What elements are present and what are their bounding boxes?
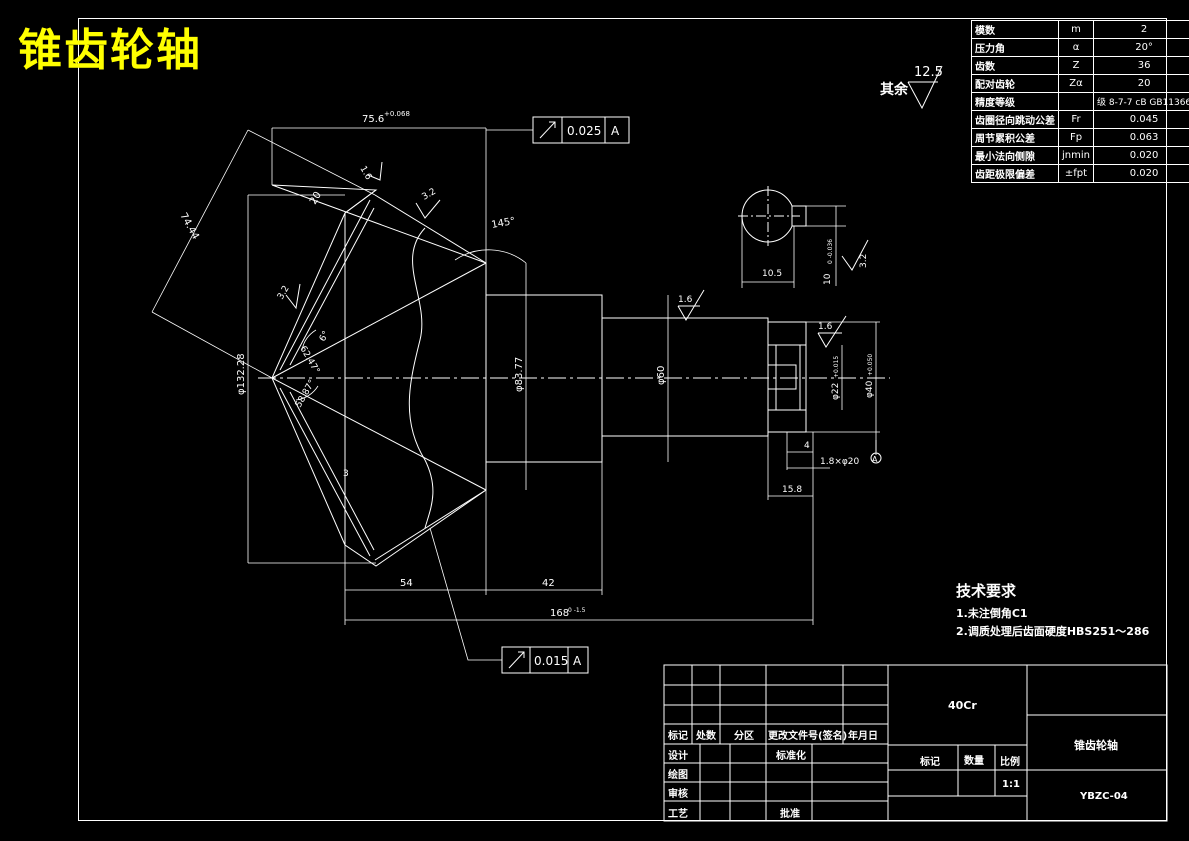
- rev-header: 处数: [696, 731, 716, 742]
- roughness-32-b: 3.2: [276, 284, 292, 301]
- role-draw: 绘图: [668, 770, 688, 781]
- dimension-lines: [151, 127, 880, 625]
- roughness-16-c: 1.6: [357, 165, 373, 183]
- role-process: 工艺: [668, 809, 688, 820]
- dim-angle-145: 145°: [491, 216, 517, 231]
- roughness-16-b: 1.6: [818, 322, 833, 332]
- dim-len-15-8: 15.8: [782, 485, 802, 495]
- approve-label: 批准: [780, 809, 800, 820]
- dim-len-54: 54: [400, 578, 413, 589]
- tolerance-top-datum: A: [611, 124, 620, 138]
- tech-requirement-item: 2.调质处理后齿面硬度HBS251～286: [956, 625, 1150, 638]
- qty-label: 数量: [964, 756, 984, 767]
- table-row: 精度等级级 8-7-7 cB GB11366: [971, 92, 1189, 111]
- dim-key-depth: 10: [823, 273, 833, 285]
- break-line: [408, 227, 434, 529]
- rev-header: 标记: [668, 731, 688, 742]
- datum-a-label: A: [872, 455, 878, 464]
- standardize-label: 标准化: [776, 751, 806, 762]
- roughness-32-a: 3.2: [421, 187, 438, 203]
- material: 40Cr: [948, 699, 977, 712]
- surface-finish-label: 其余: [880, 81, 909, 98]
- dim-angle-58: 58.87°: [294, 378, 318, 409]
- dim-shaft-dia1: φ83.77: [514, 357, 525, 392]
- dim-shaft-dia2: φ60: [656, 366, 667, 385]
- datum-a-symbol: [870, 440, 882, 464]
- dim-len-total-tol: 0 -1.5: [568, 607, 586, 614]
- tolerance-frame-top: [532, 116, 630, 144]
- roughness-16-a: 1.6: [678, 295, 693, 305]
- dim-end-dia1: φ22: [831, 383, 841, 400]
- dim-small-3: 3: [343, 469, 349, 479]
- drawing-border: [78, 18, 1167, 821]
- roughness-symbols: [285, 65, 943, 348]
- dim-key-width: 10.5: [762, 269, 782, 279]
- dim-main-dia: φ132.28: [236, 353, 247, 395]
- dim-slant-length: 74.44: [177, 211, 201, 241]
- tech-requirement-item: 1.未注倒角C1: [956, 607, 1028, 620]
- tolerance-frame-bottom: [501, 646, 589, 674]
- part-name: 锥齿轮轴: [1074, 739, 1118, 752]
- tolerance-bottom-value: 0.015: [534, 654, 568, 668]
- dim-tooth-width: 20: [308, 190, 324, 207]
- scale-label: 比例: [1000, 757, 1020, 768]
- rev-header: 更改文件号(签名): [768, 731, 848, 742]
- roughness-32-c: 3.2: [859, 254, 869, 268]
- tolerance-bottom-datum: A: [573, 654, 582, 668]
- dim-groove: 1.8×φ20: [820, 457, 860, 467]
- dim-len-total: 168: [550, 608, 569, 619]
- dim-angle-6: 6°: [318, 330, 332, 344]
- title-block: 40Cr 锥齿轮轴 YBZC-04 标记 数量 比例 1:1 标记 处数 分区 …: [664, 665, 1167, 821]
- tech-requirements-heading: 技术要求: [956, 582, 1017, 600]
- drawing-number: YBZC-04: [1080, 791, 1128, 802]
- dim-key-depth-tol: 0 -0.036: [827, 239, 834, 264]
- scale-value: 1:1: [1002, 779, 1020, 790]
- title-block-grid: [663, 664, 1168, 822]
- dim-len-4: 4: [804, 441, 810, 451]
- role-review: 审核: [668, 789, 688, 800]
- rev-header: 年月日: [848, 731, 878, 742]
- surface-finish-value: 12.5: [914, 65, 943, 80]
- key-section-view: [738, 186, 846, 288]
- dim-end-dia2-tol: +0.050: [867, 354, 874, 376]
- dim-end-dia1-tol: +0.015: [833, 356, 840, 378]
- dim-end-dia2: φ40: [865, 380, 875, 398]
- dim-len-42: 42: [542, 578, 555, 589]
- tolerance-top-value: 0.025: [567, 124, 601, 138]
- mark-label: 标记: [920, 757, 940, 768]
- drawing-title: 锥齿轮轴: [18, 25, 202, 76]
- role-design: 设计: [668, 751, 688, 762]
- dim-top-length: 75.6: [362, 114, 384, 125]
- tech-requirements: 技术要求 1.未注倒角C1 2.调质处理后齿面硬度HBS251～286: [956, 580, 1149, 641]
- tolerance-leader-bottom: [429, 527, 502, 661]
- rev-header: 分区: [734, 731, 754, 742]
- dim-top-length-tol: +0.068: [384, 110, 410, 118]
- dim-angle-62: 62.47°: [297, 345, 321, 376]
